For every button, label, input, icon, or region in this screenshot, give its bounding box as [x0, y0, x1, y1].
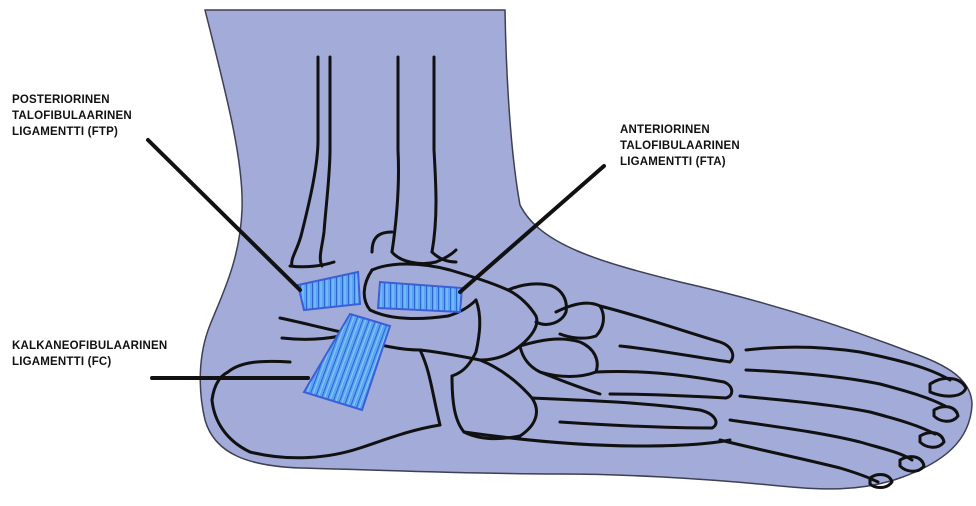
label-calcaneofibular-ligament: KALKANEOFIBULAARINEN LIGAMENTTI (FC): [12, 338, 167, 370]
label-posterior-talofibular-ligament: POSTERIORINEN TALOFIBULAARINEN LIGAMENTT…: [12, 92, 132, 140]
label-line: TALOFIBULAARINEN: [12, 108, 132, 124]
label-line: LIGAMENTTI (FC): [12, 354, 167, 370]
label-line: LIGAMENTTI (FTP): [12, 124, 132, 140]
label-anterior-talofibular-ligament: ANTERIORINEN TALOFIBULAARINEN LIGAMENTTI…: [620, 122, 740, 170]
label-line: ANTERIORINEN: [620, 122, 740, 138]
label-line: LIGAMENTTI (FTA): [620, 154, 740, 170]
ligament-fta-icon: [378, 282, 462, 312]
label-line: POSTERIORINEN: [12, 92, 132, 108]
foot-silhouette: [200, 10, 972, 489]
label-line: KALKANEOFIBULAARINEN: [12, 338, 167, 354]
label-line: TALOFIBULAARINEN: [620, 138, 740, 154]
